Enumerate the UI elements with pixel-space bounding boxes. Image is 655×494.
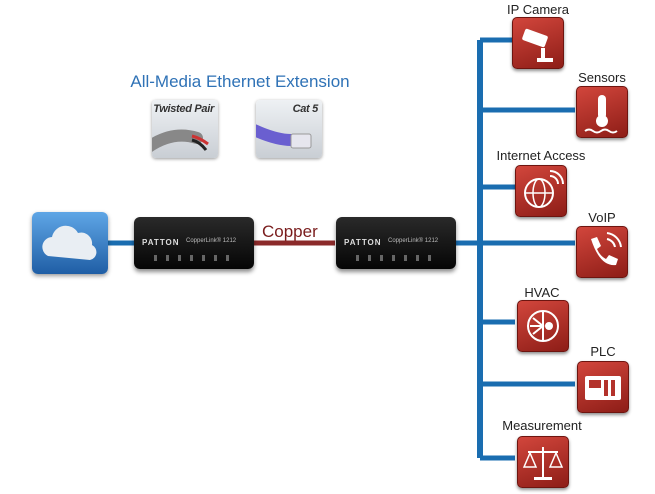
phone-icon [576,226,628,278]
modem-model: CopperLink® 1212 [388,238,439,244]
cloud-icon [42,225,97,260]
cat5-cable-icon [256,124,312,149]
modem-leds [154,255,234,261]
device-label-voip: VoIP [588,210,616,225]
scale-icon [517,436,569,488]
twisted-pair-label: Twisted Pair [153,103,214,115]
device-label-measurement: Measurement [502,418,582,433]
device-label-sensors: Sensors [578,70,626,85]
globe-icon [515,165,567,217]
copper-link-label: Copper [262,222,318,241]
plc-icon [577,361,629,413]
copperlink-modem-remote: PATTON CopperLink® 1212 [336,217,456,269]
twisted-pair-card: Twisted Pair [152,100,218,158]
modem-brand: PATTON [344,238,382,247]
device-label-hvac: HVAC [524,285,560,300]
thermometer-icon [576,86,628,138]
modem-leds [356,255,436,261]
cat5-card: Cat 5 [256,100,322,158]
modem-model: CopperLink® 1212 [186,238,237,244]
modem-brand: PATTON [142,238,180,247]
device-label-plc: PLC [590,344,616,359]
camera-icon [512,17,564,69]
diagram-heading: All-Media Ethernet Extension [130,72,350,91]
device-label-internet-access: Internet Access [496,148,586,163]
internet-cloud [32,212,108,274]
twisted-pair-cable-icon [152,129,209,152]
device-label-ip-camera: IP Camera [507,2,569,17]
hvac-icon [517,300,569,352]
copperlink-modem-local: PATTON CopperLink® 1212 [134,217,254,269]
cat5-label: Cat 5 [292,103,319,115]
